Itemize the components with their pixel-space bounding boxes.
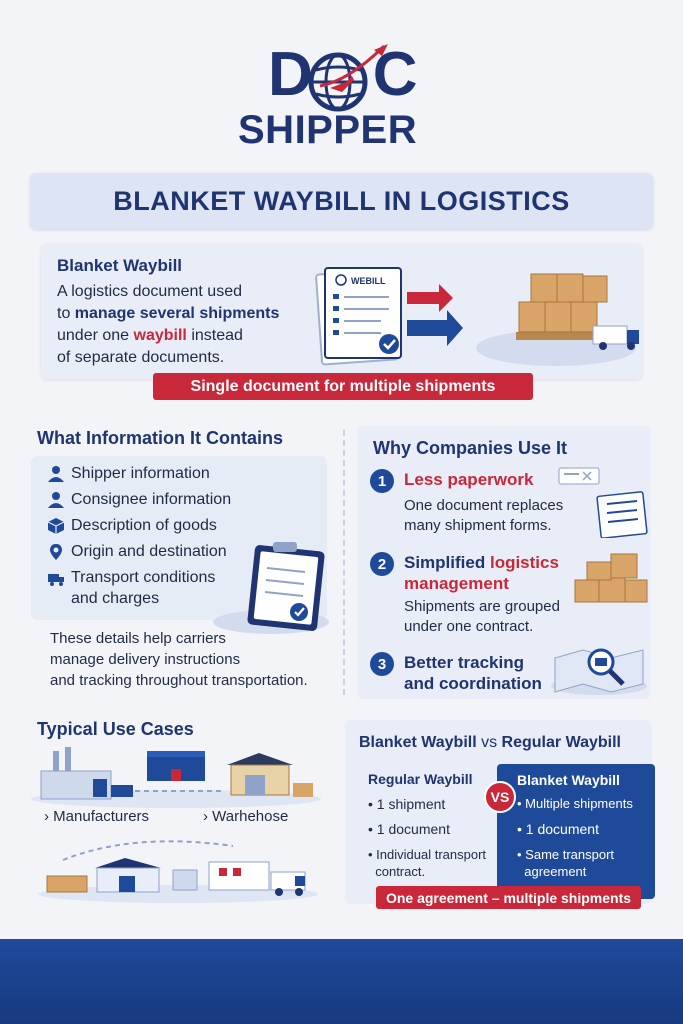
factory-warehouse-illustration [31,747,321,808]
regular-waybill-column: Regular Waybill • 1 shipment • 1 documen… [360,765,494,890]
reason-number-1: 1 [370,469,394,493]
reason-title-1: Less paperwork [404,470,534,489]
reason-desc-1: One document replaces many shipment form… [404,497,564,534]
vs-badge: VS [484,781,516,813]
distribution-illustration [38,840,318,903]
map-magnifier-illustration [551,648,647,695]
use-case-warehouse: › Warhehose [203,808,289,825]
definition-text: A logistics document used to manage seve… [57,283,280,366]
waybill-to-pallet-illustration: WEBILL [315,267,639,366]
use-cases-heading: Typical Use Cases [37,719,194,739]
regular-item-2: • 1 document [368,821,450,837]
info-item-origin: Origin and destination [47,541,227,562]
section-divider [343,430,345,695]
definition-heading: Blanket Waybill [57,256,183,275]
blanket-waybill-column: Blanket Waybill • Multiple shipments • 1… [497,764,655,899]
reason-number-3: 3 [370,652,394,676]
pin-icon [50,544,62,560]
page-title-bar: BLANKET WAYBILL IN LOGISTICS [30,173,653,229]
boxes-stack-illustration [574,553,648,603]
why-heading: Why Companies Use It [373,438,568,458]
agreement-banner: One agreement – multiple shipments [376,886,641,909]
info-item-shipper: Shipper information [47,463,210,484]
reason-title-3: Better tracking and coordination [404,653,542,693]
logo-letter-d: D [268,40,313,109]
forms-stack-illustration [558,467,648,538]
single-document-banner: Single document for multiple shipments [153,373,533,400]
blanket-item-3: • Same transport agreement [517,847,615,879]
page-title: BLANKET WAYBILL IN LOGISTICS [113,185,570,216]
why-card: Why Companies Use It 1 Less paperwork On… [357,426,651,699]
reason-title-2: Simplified logistics management [404,553,559,593]
blanket-item-2: • 1 document [517,821,599,837]
footer-band [0,939,683,1024]
person-icon [48,466,64,482]
info-item-consignee: Consignee information [47,489,231,510]
globe-plane-icon [308,44,388,112]
use-case-manufacturers: › Manufacturers [44,808,150,825]
definition-card: Blanket Waybill A logistics document use… [41,244,642,379]
comparison-heading: Blanket Waybill vs Regular Waybill [359,734,621,751]
reason-number-2: 2 [370,552,394,576]
box-icon [47,518,65,534]
logo-shipper-text: SHIPPER [238,108,418,152]
blanket-title: Blanket Waybill [517,772,620,788]
info-note: These details help carriers manage deliv… [50,630,308,689]
regular-item-1: • 1 shipment [368,796,446,812]
info-item-goods: Description of goods [47,515,217,536]
person-icon [48,492,64,508]
clipboard-checklist-illustration [213,542,329,634]
info-heading: What Information It Contains [37,428,283,448]
regular-item-3: • Individual transport contract. [368,847,487,879]
info-card: Shipper information Consignee informatio… [31,456,329,634]
truck-icon [48,574,64,586]
blanket-item-1: • Multiple shipments [517,796,633,811]
waybill-label: WEBILL [351,276,386,286]
reason-desc-2: Shipments are grouped under one contract… [404,598,560,635]
regular-title: Regular Waybill [368,771,473,787]
